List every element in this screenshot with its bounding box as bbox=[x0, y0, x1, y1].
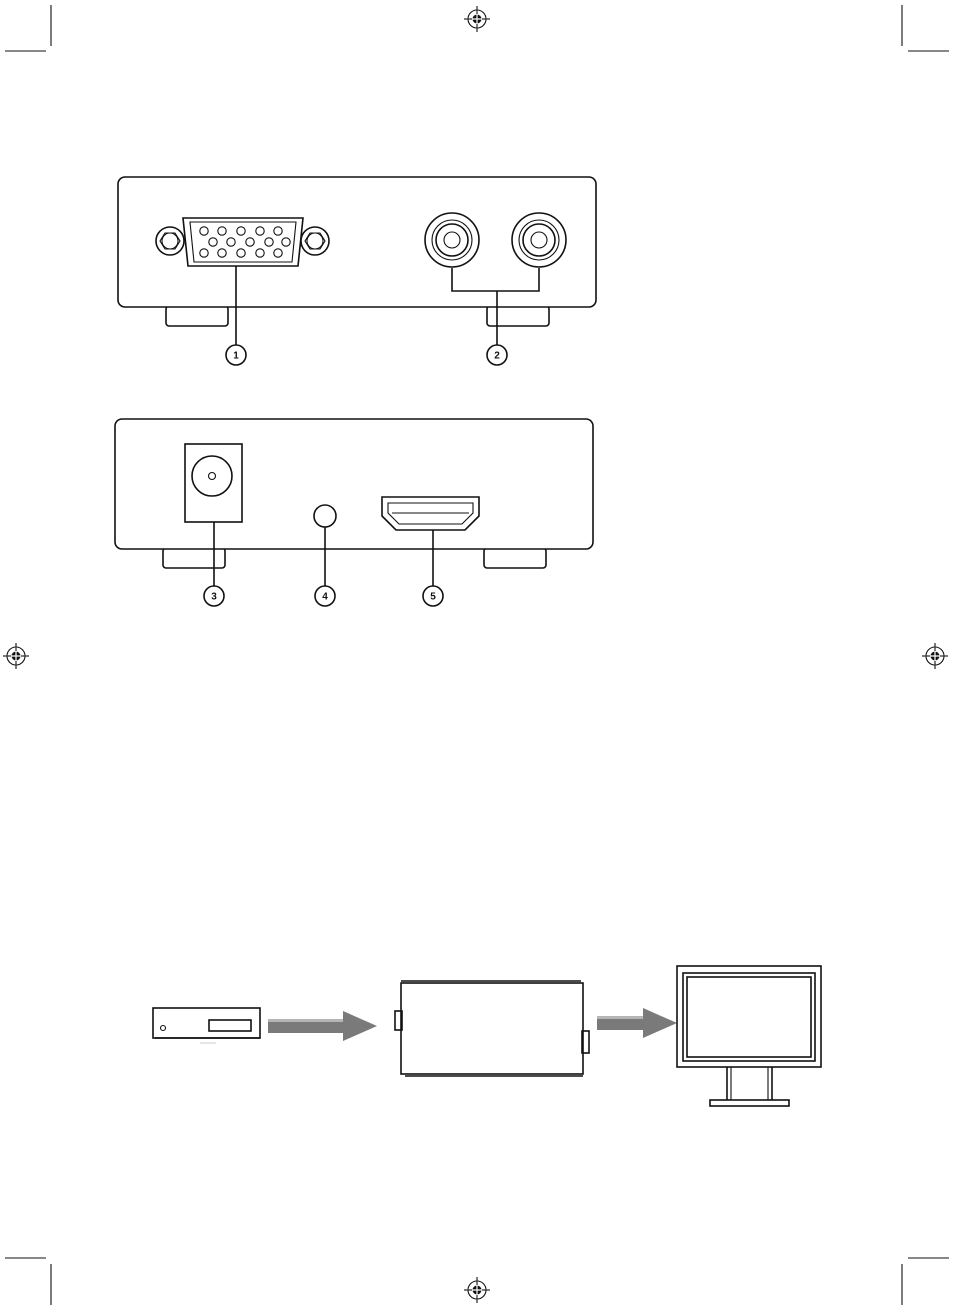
callout-4-label: 4 bbox=[322, 592, 328, 603]
device-housing-rear bbox=[115, 419, 593, 549]
converter-box-icon bbox=[395, 981, 589, 1076]
output-panel-view: 3 4 5 bbox=[115, 419, 593, 606]
registration-mark-right bbox=[922, 643, 948, 669]
source-player-icon bbox=[153, 1008, 260, 1043]
callout-1-label: 1 bbox=[233, 351, 239, 362]
registration-mark-left bbox=[3, 643, 29, 669]
callout-1: 1 bbox=[226, 345, 246, 365]
callout-2-label: 2 bbox=[494, 351, 500, 362]
arrow-source-to-converter-icon bbox=[268, 1011, 377, 1041]
callout-3: 3 bbox=[204, 586, 224, 606]
monitor-display-icon bbox=[677, 966, 821, 1106]
device-foot-left bbox=[166, 306, 228, 326]
registration-mark-top bbox=[464, 6, 490, 32]
callout-5: 5 bbox=[423, 586, 443, 606]
arrow-converter-to-monitor-icon bbox=[597, 1008, 677, 1038]
callout-2: 2 bbox=[487, 345, 507, 365]
registration-mark-bottom bbox=[464, 1277, 490, 1303]
device-foot-left-rear bbox=[163, 548, 225, 568]
device-housing-front bbox=[118, 177, 596, 307]
callout-4: 4 bbox=[315, 586, 335, 606]
callout-3-label: 3 bbox=[211, 592, 217, 603]
input-panel-view: 1 2 bbox=[118, 177, 596, 365]
connection-diagram bbox=[153, 966, 821, 1106]
callout-5-label: 5 bbox=[430, 592, 436, 603]
device-foot-right-rear bbox=[484, 548, 546, 568]
